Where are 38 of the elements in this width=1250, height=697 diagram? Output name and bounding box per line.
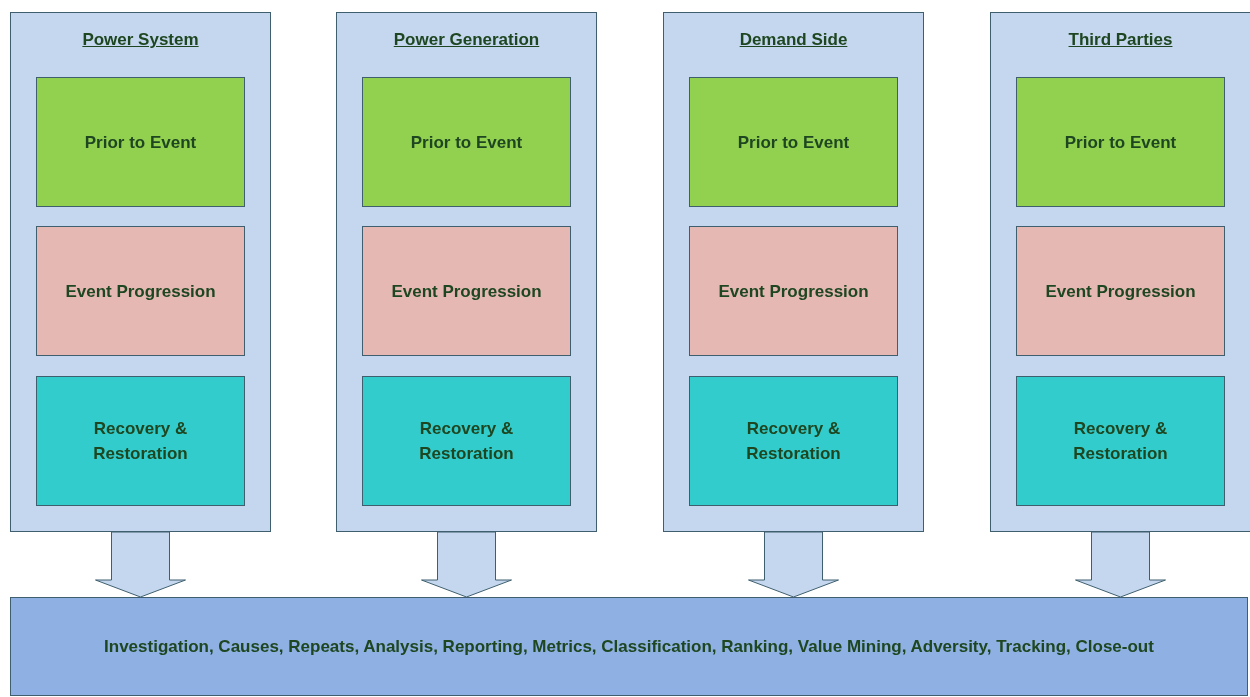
phase-label: Recovery & Restoration	[418, 418, 515, 465]
phase-box	[1016, 226, 1225, 356]
phase-box	[36, 77, 245, 207]
block-arrow	[1075, 531, 1166, 598]
block-arrow	[748, 531, 839, 598]
phase-box	[362, 376, 571, 506]
column-panel	[663, 12, 924, 532]
phase-label: Event Progression	[717, 280, 870, 303]
column-panel	[990, 12, 1250, 532]
phase-label: Recovery & Restoration	[92, 418, 189, 465]
phase-box	[689, 376, 898, 506]
phase-label: Prior to Event	[1063, 131, 1178, 154]
phase-label: Recovery & Restoration	[1072, 418, 1169, 465]
phase-box	[1016, 77, 1225, 207]
phase-box	[689, 77, 898, 207]
phase-label: Event Progression	[390, 280, 543, 303]
phase-label: Recovery & Restoration	[745, 418, 842, 465]
block-arrow	[421, 531, 512, 598]
column-panel	[336, 12, 597, 532]
phase-label: Prior to Event	[736, 131, 851, 154]
phase-box	[36, 376, 245, 506]
phase-label: Event Progression	[1044, 280, 1197, 303]
phase-box	[362, 226, 571, 356]
phase-box	[362, 77, 571, 207]
column-panel	[10, 12, 271, 532]
phase-box	[36, 226, 245, 356]
column-heading: Third Parties	[1067, 29, 1174, 51]
column-heading: Demand Side	[738, 29, 849, 51]
phase-label: Prior to Event	[83, 131, 198, 154]
phase-label: Prior to Event	[409, 131, 524, 154]
phase-box	[1016, 376, 1225, 506]
summary-text: Investigation, Causes, Repeats, Analysis, Reporting, Metrics, Classification, Ranking, Value Mining, Adversity, Tracking, Close-out	[104, 636, 1154, 658]
phase-box	[689, 226, 898, 356]
summary-bar	[10, 597, 1248, 696]
column-heading: Power Generation	[392, 29, 541, 51]
column-heading: Power System	[81, 29, 200, 51]
block-arrow	[95, 531, 186, 598]
phase-label: Event Progression	[64, 280, 217, 303]
